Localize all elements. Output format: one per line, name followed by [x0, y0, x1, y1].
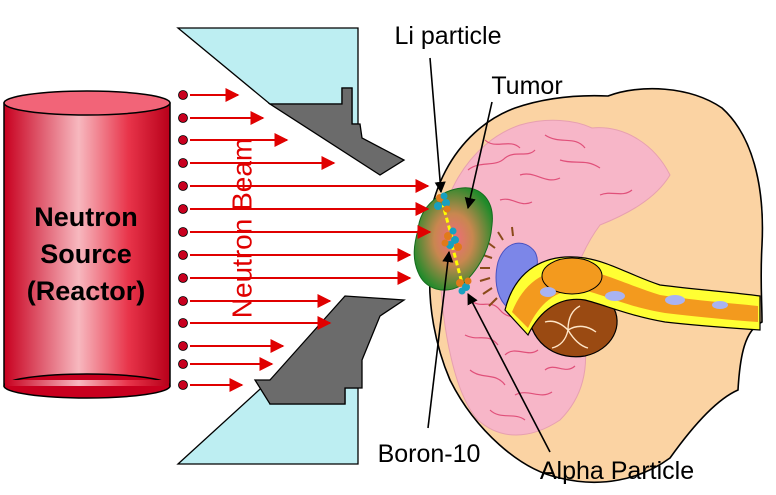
neutron-dot-3: [178, 135, 188, 145]
brainstem: [541, 257, 603, 295]
neutron-dot-14: [178, 380, 188, 390]
neutron-dot-4: [178, 158, 188, 168]
source-label-line1: Neutron: [34, 202, 138, 232]
cerebellum-folds: [544, 305, 597, 349]
neutron-beam-rays: [178, 88, 432, 392]
pointer-boron: [427, 250, 454, 429]
neutron-dot-7: [178, 227, 188, 237]
particle-cluster-alpha: [456, 277, 472, 295]
brain-folds: [464, 134, 633, 421]
neutron-dot-13: [178, 359, 188, 369]
pointer-lines: [427, 57, 551, 453]
neutron-dot-1: [178, 90, 188, 100]
neutron-dot-10: [178, 296, 188, 306]
neutron-dot-6: [178, 204, 188, 214]
pointer-li: [429, 57, 446, 194]
reactor-cylinder: [3, 90, 171, 399]
particle-cluster-li: [434, 192, 451, 213]
spine-nodes: [540, 287, 728, 309]
neutron-dot-5: [178, 181, 188, 191]
tumor-label: Tumor: [491, 72, 562, 100]
source-label-line3: (Reactor): [27, 276, 146, 306]
particle-cluster-boron: [441, 227, 462, 251]
shield-top: [176, 27, 406, 176]
source-label-line2: Source: [40, 239, 132, 269]
neutron-dot-11: [178, 318, 188, 328]
pointer-tumor: [464, 101, 493, 210]
alpha-label: Alpha Particle: [540, 457, 694, 485]
li-particle-label: Li particle: [395, 22, 502, 50]
neutron-dot-8: [178, 250, 188, 260]
beam-label: Neutron Beam: [226, 138, 257, 319]
neutron-dot-2: [178, 113, 188, 123]
pointer-alpha: [467, 293, 551, 453]
shield-bottom: [176, 295, 406, 465]
neutron-dot-12: [178, 341, 188, 351]
neutron-dot-9: [178, 273, 188, 283]
head: [413, 87, 764, 484]
boron-label: Boron-10: [378, 440, 481, 468]
